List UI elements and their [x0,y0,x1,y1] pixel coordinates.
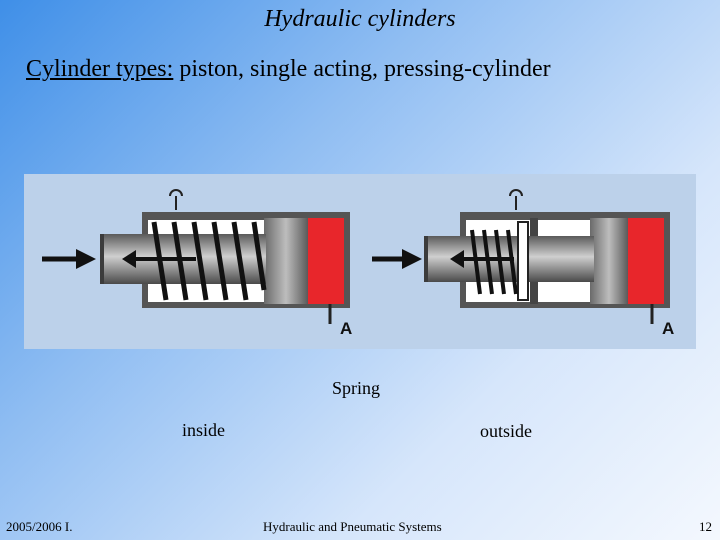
inside-label: inside [182,420,225,440]
cylinder-illustration: A [42,189,674,338]
subtitle-text: piston, single acting, pressing-cylinder [173,56,551,82]
pressure-chamber-right [628,218,664,304]
piston-left [264,218,308,304]
port-label-left: A [340,319,352,338]
footer-page-number: 12 [699,519,712,534]
subtitle-label: Cylinder types: [26,56,174,82]
spring-label: Spring [332,378,381,398]
port-label-right: A [662,319,674,338]
pressure-chamber-left [308,218,344,304]
spring-coil-left [151,221,267,301]
piston-right [590,218,628,304]
slide-title: Hydraulic cylinders [264,6,456,32]
spring-coil-right [470,229,518,295]
outside-label: outside [480,421,532,441]
vent-icon [509,189,523,197]
cylinder-spring-outside: A [372,189,674,338]
cylinder-diagram: A [24,174,696,349]
slide-subtitle: Cylinder types: piston, single acting, p… [26,56,551,83]
footer-date: 2005/2006 I. [6,519,73,534]
vent-icon [169,189,183,197]
footer-course: Hydraulic and Pneumatic Systems [263,519,442,534]
cylinder-spring-inside: A [42,189,352,338]
